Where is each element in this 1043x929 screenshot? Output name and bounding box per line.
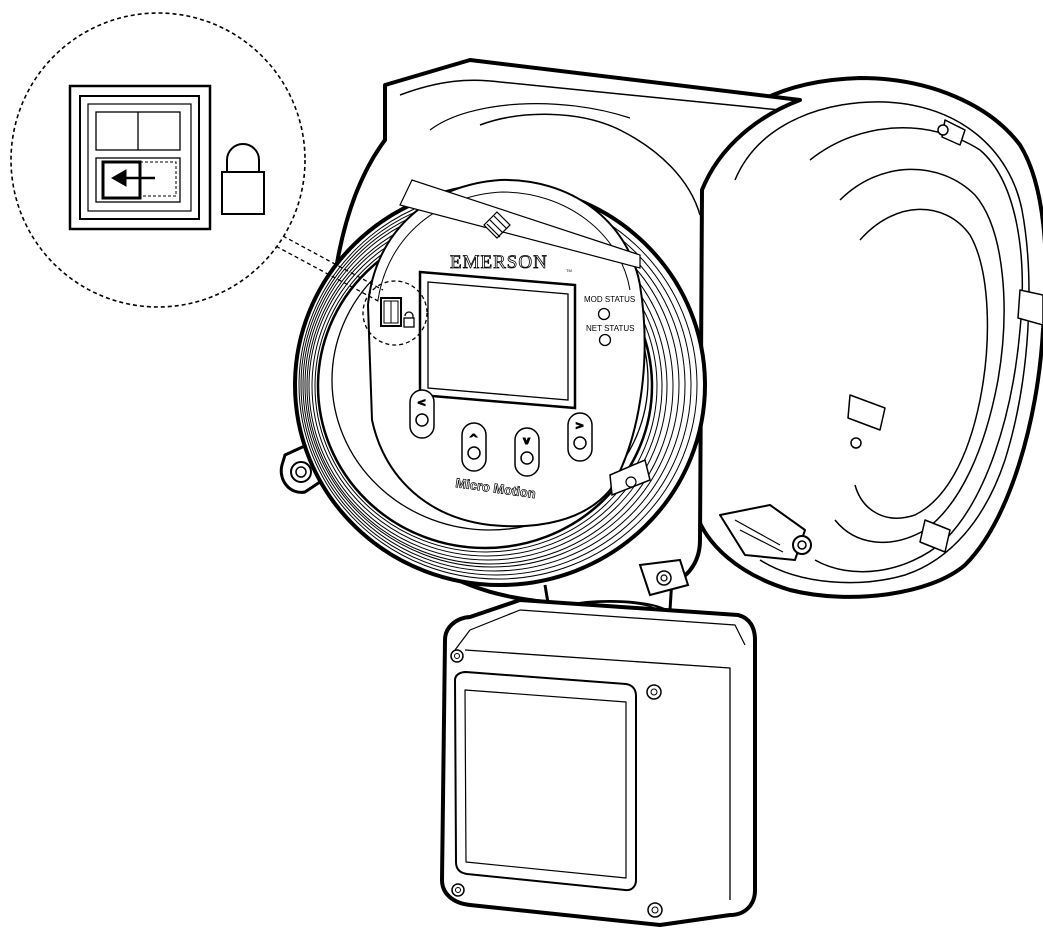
status-leds: MOD STATUS NET STATUS	[584, 295, 635, 347]
callout-magnifier	[10, 12, 306, 308]
switch-icon	[68, 84, 212, 231]
nav-buttons: < ^ v >	[409, 389, 593, 477]
security-switch[interactable]	[380, 297, 415, 328]
down-button[interactable]: v	[514, 427, 540, 477]
left-button[interactable]: <	[409, 389, 435, 439]
svg-text:<: <	[417, 396, 426, 409]
brand-trademark: TM	[566, 268, 572, 273]
svg-text:v: v	[523, 434, 531, 447]
lock-icon	[221, 143, 265, 215]
emerson-logo-icon	[483, 211, 511, 239]
rear-housing	[693, 76, 1043, 599]
mod-status-led	[597, 307, 611, 321]
up-button[interactable]: ^	[461, 422, 487, 472]
svg-text:>: >	[575, 419, 584, 432]
net-status-led	[598, 333, 612, 347]
mod-status-label: MOD STATUS	[584, 295, 635, 304]
arrow-left-icon	[110, 169, 155, 187]
svg-text:^: ^	[469, 432, 478, 445]
brand-label: EMERSON	[450, 252, 548, 273]
junction-box	[440, 598, 757, 927]
net-status-label: NET STATUS	[586, 324, 634, 333]
right-button[interactable]: >	[567, 412, 593, 462]
lcd-screen	[418, 270, 577, 410]
callout-leader	[269, 235, 428, 346]
